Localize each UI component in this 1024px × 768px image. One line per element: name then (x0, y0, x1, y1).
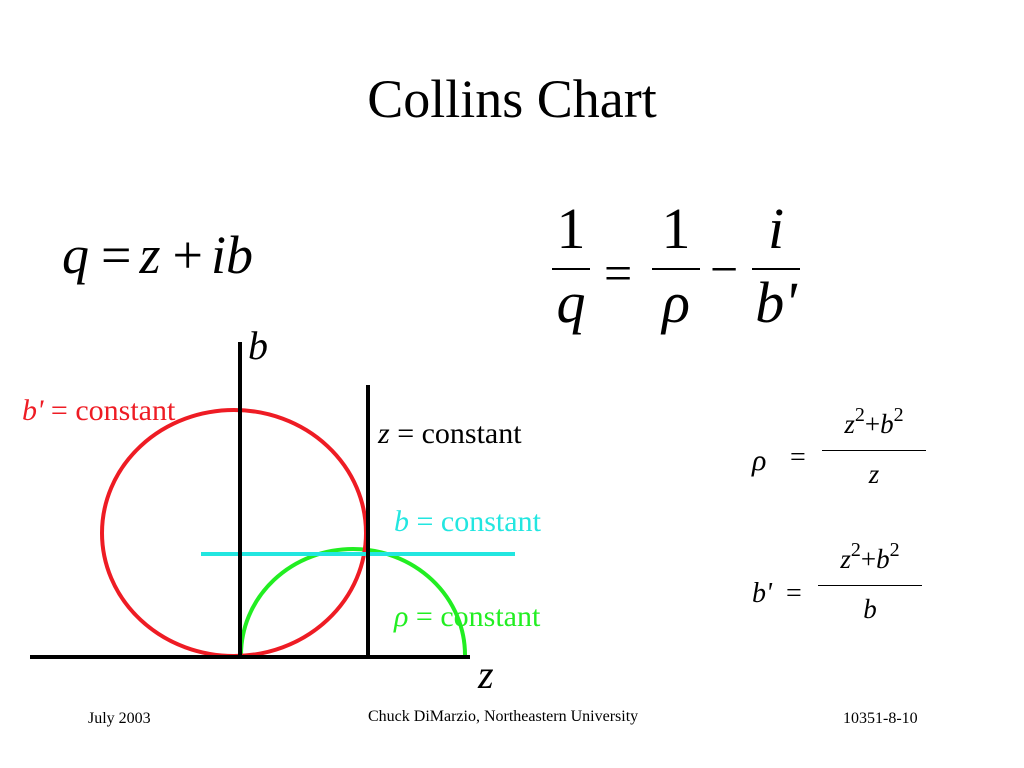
bprime-constant-label: b' = constant (22, 394, 176, 427)
bprime-constant-circle (100, 408, 368, 658)
eq-inv-minus: − (710, 241, 739, 297)
slide-title: Collins Chart (367, 69, 657, 129)
eq-rho-equals: = (790, 442, 806, 473)
eq-inv-equals: = (604, 245, 633, 301)
fraction-rho: z2+b2 z (822, 405, 926, 488)
fraction-one-over-q: 1 q (552, 200, 590, 332)
eq-bprime-lhs: b' (752, 578, 772, 609)
eq-z: z (139, 225, 161, 285)
z-constant-label: z = constant (378, 417, 522, 450)
rho-constant-arc (239, 547, 467, 656)
eq-bprime-equals: = (786, 578, 802, 609)
fraction-bprime: z2+b2 b (818, 540, 922, 623)
rho-constant-label: ρ = constant (394, 600, 541, 633)
axis-b-label: b (248, 323, 268, 368)
fraction-i-over-bprime: i b' (752, 200, 800, 332)
footer-author: Chuck DiMarzio, Northeastern University (368, 708, 639, 725)
fraction-one-over-rho: 1 ρ (652, 200, 700, 332)
eq-q: q (62, 225, 89, 285)
eq-equals: = (101, 225, 132, 285)
equation-q-definition: q=z+ib (62, 228, 257, 282)
footer-date: July 2003 (88, 710, 151, 727)
axis-z-label: z (478, 652, 494, 697)
eq-plus: + (172, 225, 203, 285)
footer-slide-number: 10351-8-10 (843, 710, 918, 727)
b-constant-label: b = constant (394, 505, 541, 538)
eq-ib: ib (210, 225, 253, 285)
eq-rho-lhs: ρ (752, 444, 767, 477)
